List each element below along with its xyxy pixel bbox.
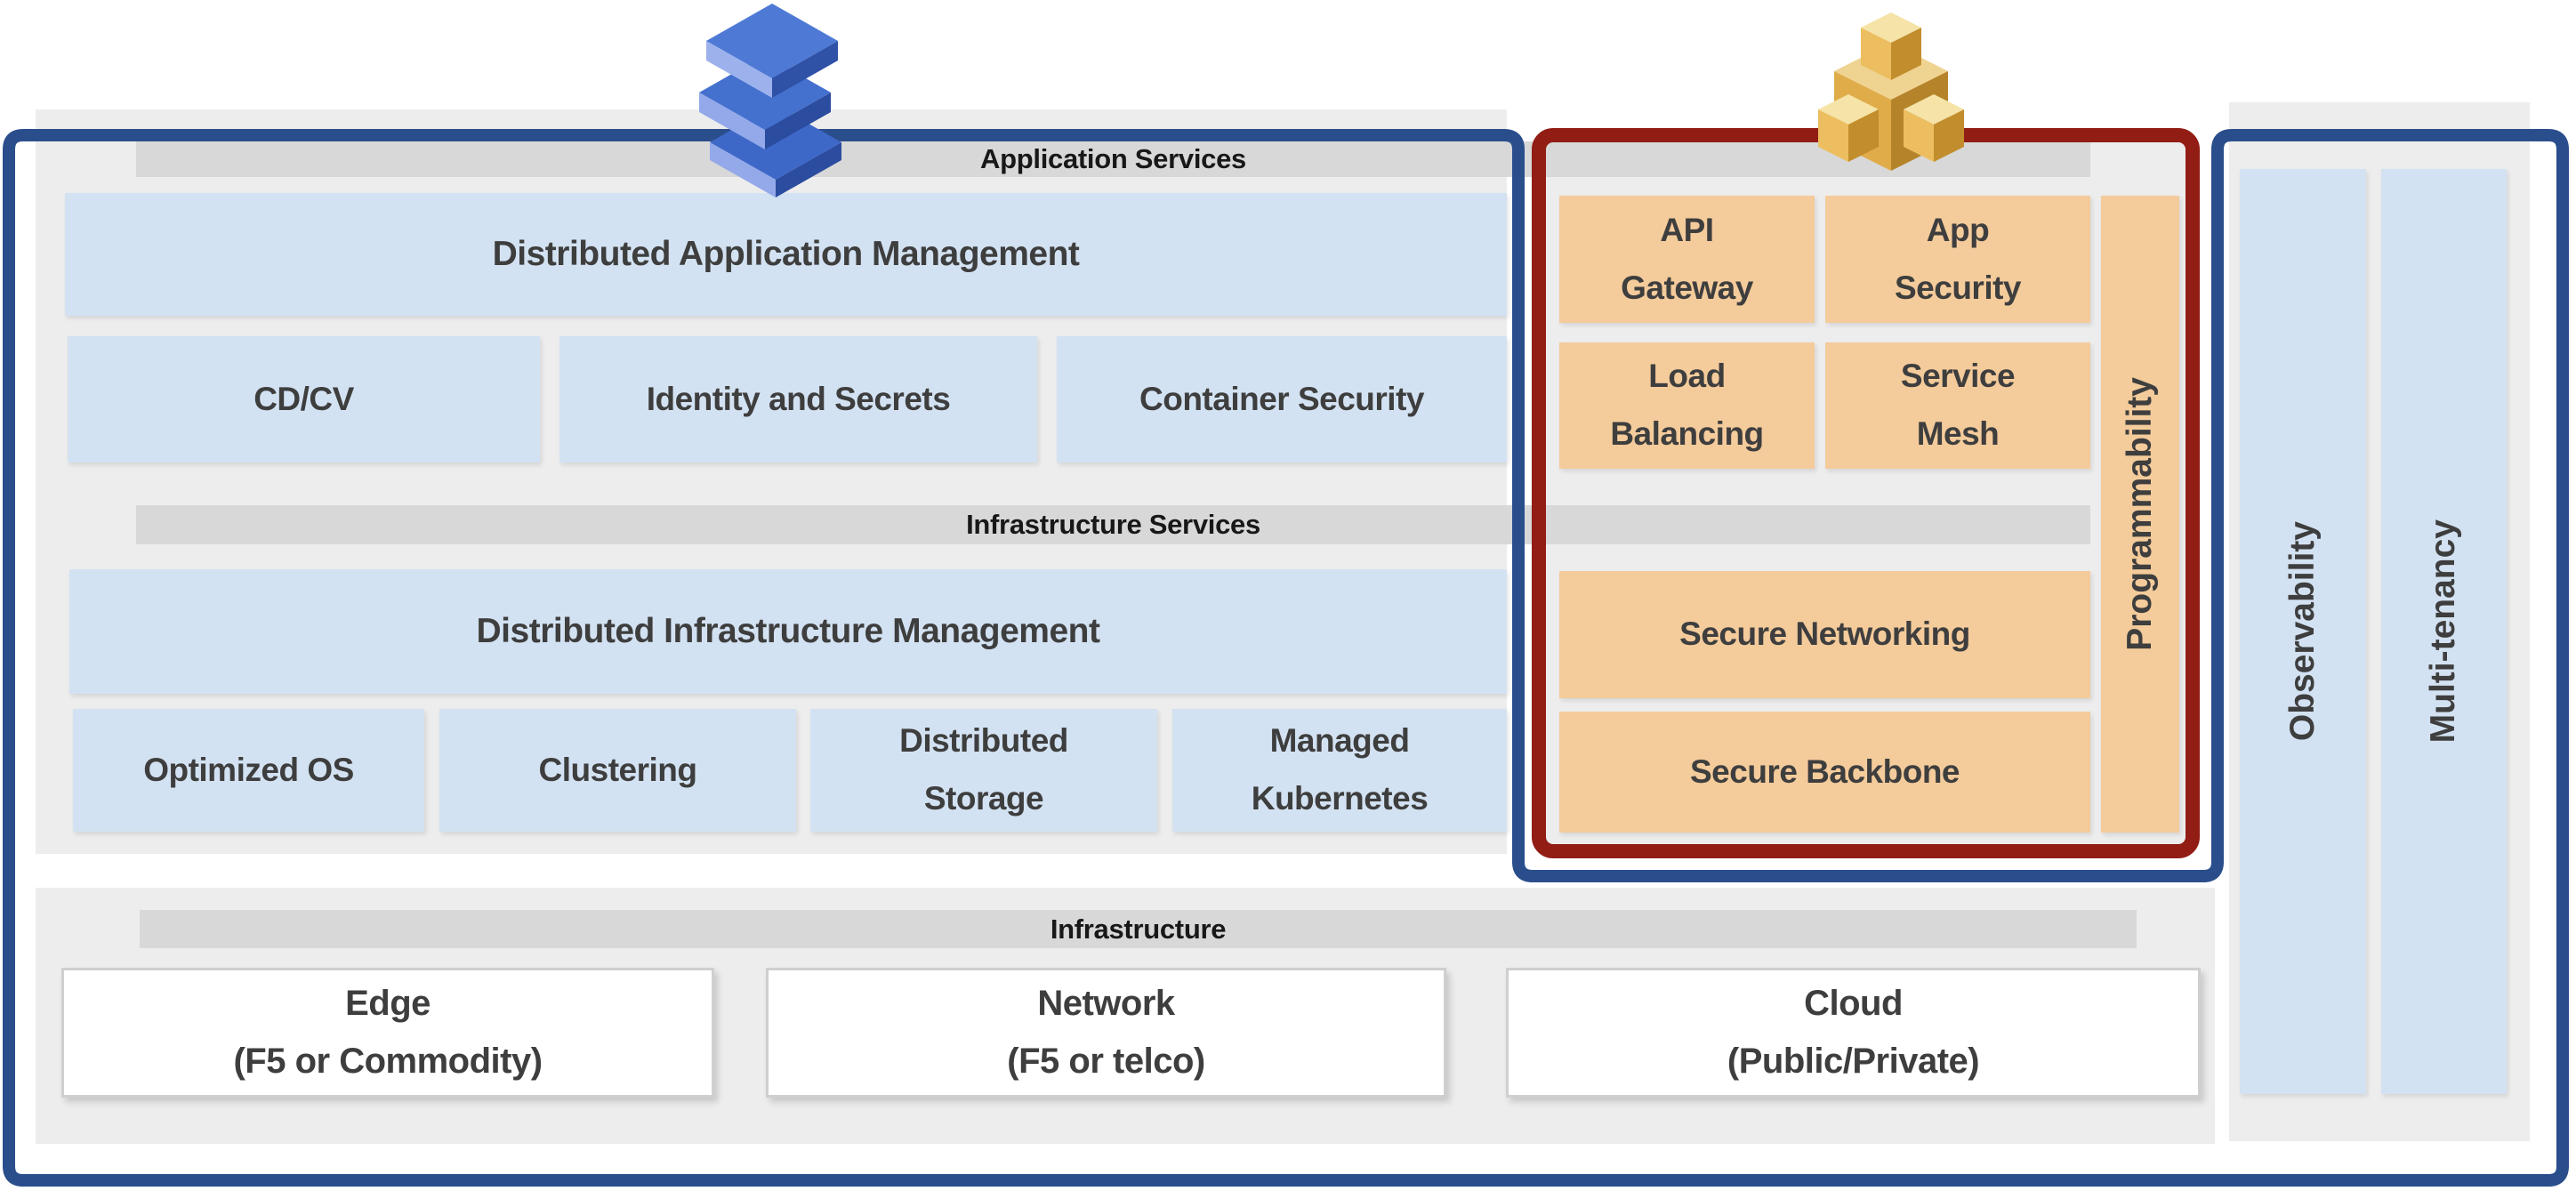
observability-label: Observability (2282, 521, 2322, 742)
service-mesh-block: Service Mesh (1825, 342, 2090, 469)
identity-and-secrets-block: Identity and Secrets (559, 336, 1037, 463)
optimized-os-block: Optimized OS (73, 709, 424, 832)
distributed-application-management-block: Distributed Application Management (65, 193, 1507, 316)
infrastructure-services-header: Infrastructure Services (136, 505, 2090, 544)
secure-networking-block: Secure Networking (1559, 571, 2090, 698)
clustering-block: Clustering (439, 709, 796, 832)
secure-backbone-block: Secure Backbone (1559, 712, 2090, 833)
network-infrastructure-block: Network (F5 or telco) (766, 968, 1446, 1098)
programmability-block: Programmability (2101, 196, 2179, 833)
distributed-storage-block: Distributed Storage (810, 709, 1157, 832)
cd-cv-block: CD/CV (68, 336, 540, 463)
infrastructure-header: Infrastructure (140, 910, 2137, 948)
multi-tenancy-label: Multi-tenancy (2424, 519, 2463, 744)
edge-infrastructure-block: Edge (F5 or Commodity) (61, 968, 714, 1098)
application-layers-icon (699, 4, 841, 197)
managed-kubernetes-block: Managed Kubernetes (1172, 709, 1507, 832)
app-security-block: App Security (1825, 196, 2090, 323)
api-gateway-block: API Gateway (1559, 196, 1815, 323)
observability-column: Observability (2240, 169, 2366, 1094)
load-balancing-block: Load Balancing (1559, 342, 1815, 469)
distributed-modules-icon (1818, 12, 1964, 171)
distributed-infrastructure-management-block: Distributed Infrastructure Management (69, 569, 1507, 694)
container-security-block: Container Security (1057, 336, 1507, 463)
multi-tenancy-column: Multi-tenancy (2381, 169, 2507, 1094)
programmability-label: Programmability (2120, 377, 2159, 651)
cloud-infrastructure-block: Cloud (Public/Private) (1506, 968, 2201, 1098)
application-services-header: Application Services (136, 141, 2090, 177)
